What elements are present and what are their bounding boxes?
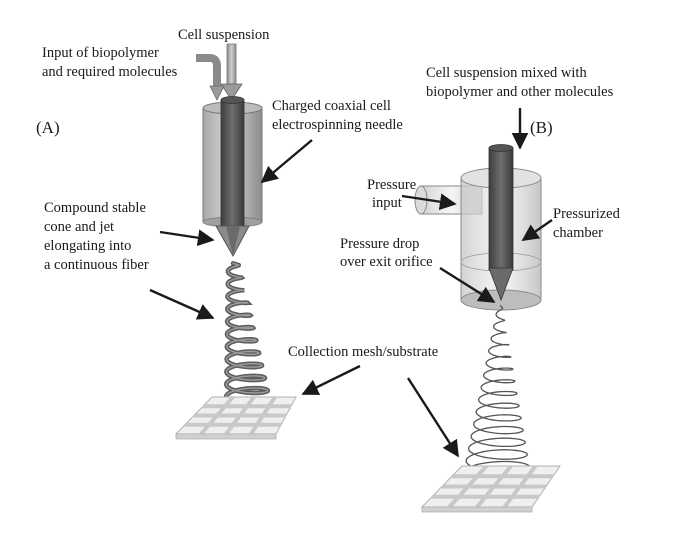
arrow-to-mesh-b [406,377,460,458]
mesh-strand [502,464,538,509]
biopolymer-input-arrow-icon [196,54,225,101]
arrow-to-fiber-a [149,288,215,320]
label-pressurized-line1: Pressurized [553,206,621,222]
arrow-to-needle-a [260,139,313,184]
collection-mesh-a [174,395,297,440]
arrow-to-mesh-a [301,364,361,396]
collection-mesh-b [420,464,561,513]
arrow-to-pressure-input [401,193,457,211]
label-input-line1: Input of biopolymer [42,45,159,61]
label-charged-line1: Charged coaxial cell [272,98,391,114]
label-pressure-input-line1: Pressure [367,177,416,193]
panel-label-a: (A) [36,118,60,137]
label-pressurized-line2: chamber [553,225,603,241]
mesh-edge [421,506,533,513]
cell-suspension-arrow-icon [220,43,243,101]
fiber-spiral-a [223,261,271,408]
label-cell-suspension: Cell suspension [178,27,270,43]
label-mixed-line2: biopolymer and other molecules [426,84,614,100]
fiber-spiral-b [462,305,531,486]
pointer-arrows [149,108,553,458]
label-compound-line1: Compound stable [44,200,146,216]
label-drop-line1: Pressure drop [340,236,419,252]
label-mixed-line1: Cell suspension mixed with [426,65,587,81]
mesh-strand [249,395,277,436]
label-compound-line3: elongating into [44,238,131,254]
label-compound-line2: cone and jet [44,219,114,235]
label-collection: Collection mesh/substrate [288,344,438,360]
mesh-edge [175,433,277,440]
panel-label-b: (B) [530,118,553,137]
label-drop-line2: over exit orifice [340,254,433,270]
label-compound-line4: a continuous fiber [44,257,149,273]
label-input-line2: and required molecules [42,64,178,80]
arrow-to-exit-orifice [439,266,496,304]
arrow-to-cone-a [159,229,215,247]
arrow-to-chamber [521,219,553,241]
label-pressure-input-line2: input [372,195,402,211]
label-charged-line2: electrospinning needle [272,117,403,133]
coaxial-needle-a [202,96,263,258]
fiber-spiral-a-highlight [225,262,269,407]
pressurized-chamber [414,144,542,311]
